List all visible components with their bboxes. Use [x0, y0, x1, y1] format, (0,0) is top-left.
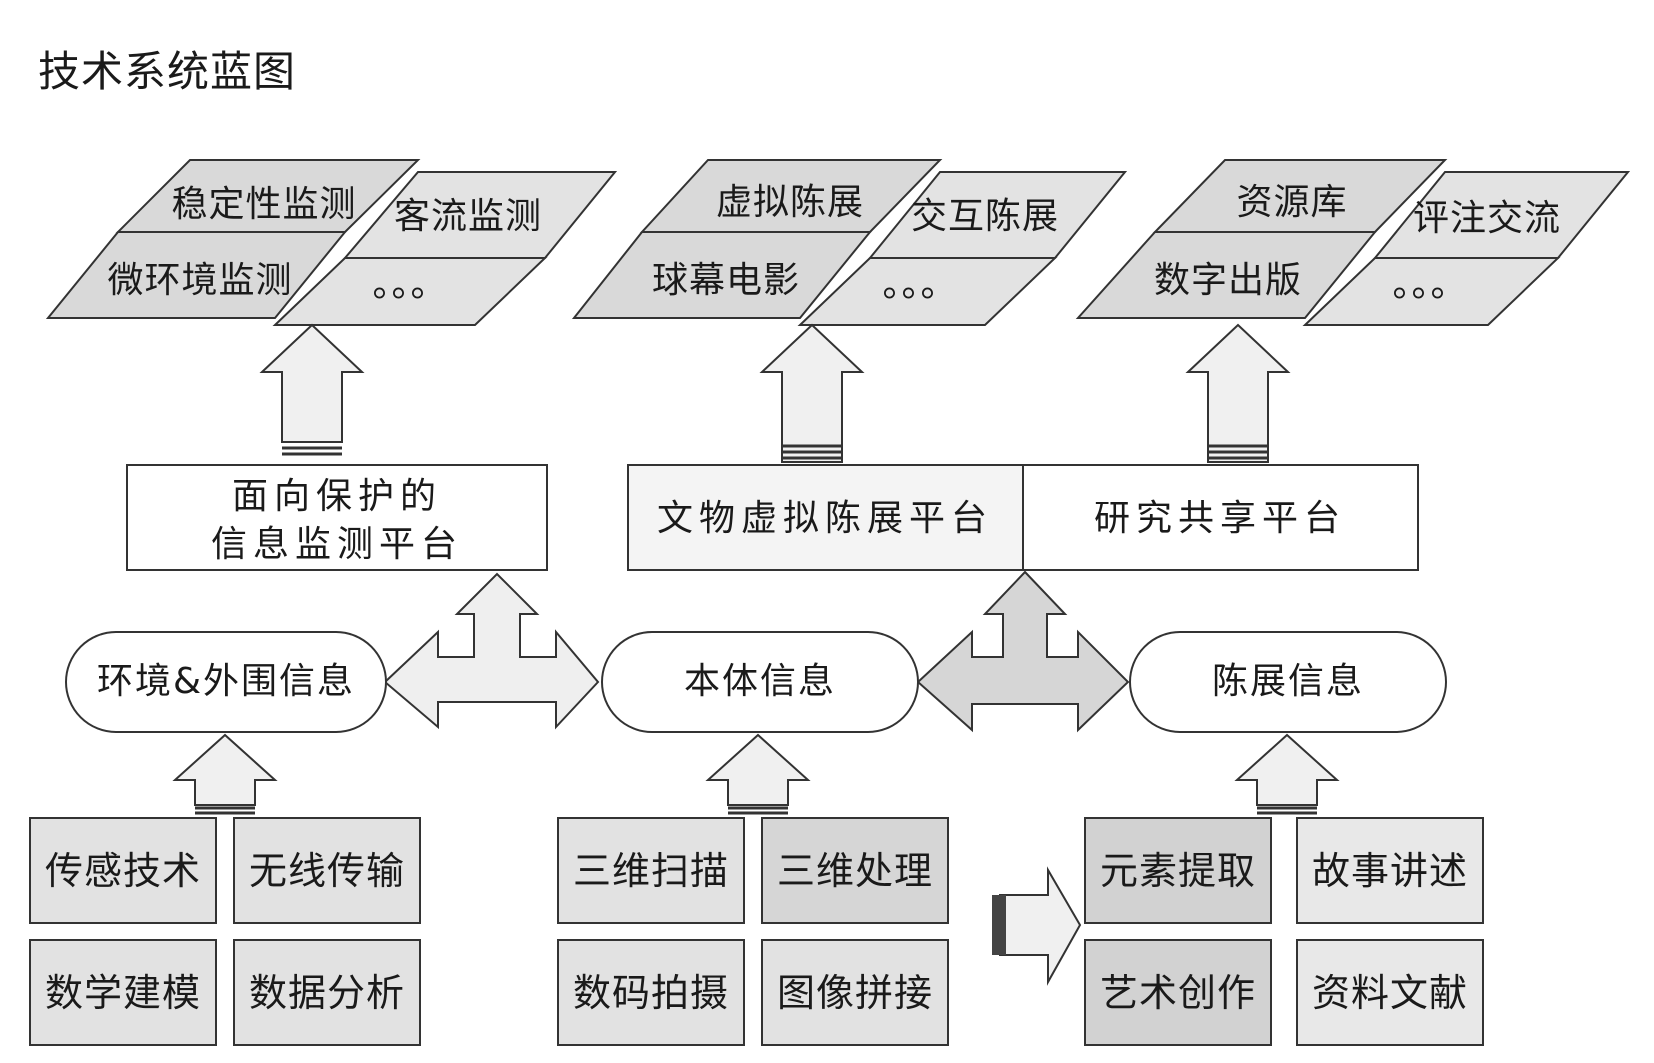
tech-label-sensing: 传感技术	[45, 849, 201, 893]
tech-label-stitch: 图像拼接	[777, 971, 933, 1015]
platform-research: 研究共享平台	[1022, 464, 1419, 571]
up-arrow-ontology	[705, 733, 811, 806]
tech-label-art: 艺术创作	[1100, 971, 1256, 1015]
tech-label-wireless: 无线传输	[249, 849, 405, 893]
info-environment: 环境&外围信息	[65, 631, 387, 733]
app-label-interactive: 交互陈展	[911, 196, 1059, 237]
tech-box-3d-process	[761, 817, 949, 924]
tech-group-exhibition: 元素提取 故事讲述 艺术创作 资料文献	[1084, 817, 1484, 1046]
app-label-more: 。。。	[372, 264, 447, 305]
app-label-more-3: 。。。	[1392, 264, 1467, 305]
right-arrow-stripes	[992, 895, 1006, 955]
app-label-stability: 稳定性监测	[171, 184, 356, 225]
app-label-publishing: 数字出版	[1154, 260, 1302, 301]
tech-box-documents	[1296, 939, 1484, 1046]
tech-group-ontology: 三维扫描 三维处理 数码拍摄 图像拼接	[557, 817, 949, 1046]
app-label-visitor-flow: 客流监测	[394, 196, 542, 237]
tech-box-stitch	[761, 939, 949, 1046]
info-exhibition: 陈展信息	[1129, 631, 1447, 733]
app-label-resource: 资源库	[1236, 182, 1347, 223]
info-ontology-pill	[601, 631, 919, 733]
right-arrow-to-exhibition-tech	[992, 866, 1082, 986]
page-title: 技术系统蓝图	[38, 47, 297, 96]
app-label-virtual: 虚拟陈展	[716, 182, 864, 223]
up-arrow-exhibition	[1234, 733, 1340, 806]
tech-label-3d-process: 三维处理	[777, 849, 933, 893]
app-label-annotation: 评注交流	[1413, 198, 1561, 239]
tech-label-extraction: 元素提取	[1100, 849, 1256, 893]
platform-research-box	[1022, 464, 1419, 571]
platform-monitoring-line2: 信息监测平台	[211, 524, 463, 565]
up-arrow-virtual	[759, 323, 865, 463]
tech-box-3d-scan	[557, 817, 745, 924]
app-cell-more-2	[797, 257, 1058, 326]
connector-arrow-right	[916, 570, 1130, 733]
app-cell-more-3	[1302, 257, 1561, 326]
app-panel-research: 资源库 评注交流 数字出版 。。。	[1075, 159, 1631, 326]
info-environment-label: 环境&外围信息	[97, 661, 355, 702]
tech-label-storytelling: 故事讲述	[1312, 849, 1468, 893]
app-label-dome: 球幕电影	[652, 260, 800, 301]
connector-arrow-left	[383, 572, 600, 730]
info-environment-pill	[65, 631, 387, 733]
platform-virtual-label: 文物虚拟陈展平台	[657, 498, 993, 539]
tech-box-photo	[557, 939, 745, 1046]
tech-label-3d-scan: 三维扫描	[573, 849, 729, 893]
info-exhibition-label: 陈展信息	[1212, 661, 1364, 702]
info-exhibition-pill	[1129, 631, 1447, 733]
app-panel-exhibition: 虚拟陈展 交互陈展 球幕电影 。。。	[571, 159, 1128, 326]
platform-monitoring-box	[126, 464, 548, 571]
app-cell-microenv	[45, 231, 348, 319]
right-arrow-shape	[999, 866, 1082, 986]
app-label-more-2: 。。。	[882, 264, 957, 305]
platform-research-label: 研究共享平台	[1094, 498, 1346, 539]
tech-label-modeling: 数学建模	[45, 971, 201, 1015]
up-arrow-monitoring	[259, 323, 365, 443]
up-arrow-research	[1185, 323, 1291, 463]
tech-box-art	[1084, 939, 1272, 1046]
tech-label-photo: 数码拍摄	[573, 971, 729, 1015]
info-ontology-label: 本体信息	[684, 661, 836, 702]
tech-label-documents: 资料文献	[1312, 971, 1468, 1015]
app-cell-dome	[571, 231, 873, 319]
info-ontology: 本体信息	[601, 631, 919, 733]
platform-monitoring: 面向保护的 信息监测平台	[126, 464, 548, 571]
tech-box-extraction	[1084, 817, 1272, 924]
tech-box-modeling	[29, 939, 217, 1046]
tech-box-analysis	[233, 939, 421, 1046]
platform-monitoring-line1: 面向保护的	[232, 476, 442, 517]
tech-label-analysis: 数据分析	[249, 971, 405, 1015]
platform-virtual-box	[627, 464, 1024, 571]
tech-box-storytelling	[1296, 817, 1484, 924]
tech-box-wireless	[233, 817, 421, 924]
platform-virtual: 文物虚拟陈展平台	[627, 464, 1024, 571]
app-cell-more	[272, 257, 548, 326]
tech-box-sensing	[29, 817, 217, 924]
app-label-microenv: 微环境监测	[107, 260, 292, 301]
app-panel-monitoring: 稳定性监测 客流监测 微环境监测 。。。	[45, 159, 618, 326]
app-cell-publishing	[1075, 231, 1378, 319]
tech-group-environment: 传感技术 无线传输 数学建模 数据分析	[29, 817, 421, 1046]
up-arrow-environment	[172, 733, 278, 806]
